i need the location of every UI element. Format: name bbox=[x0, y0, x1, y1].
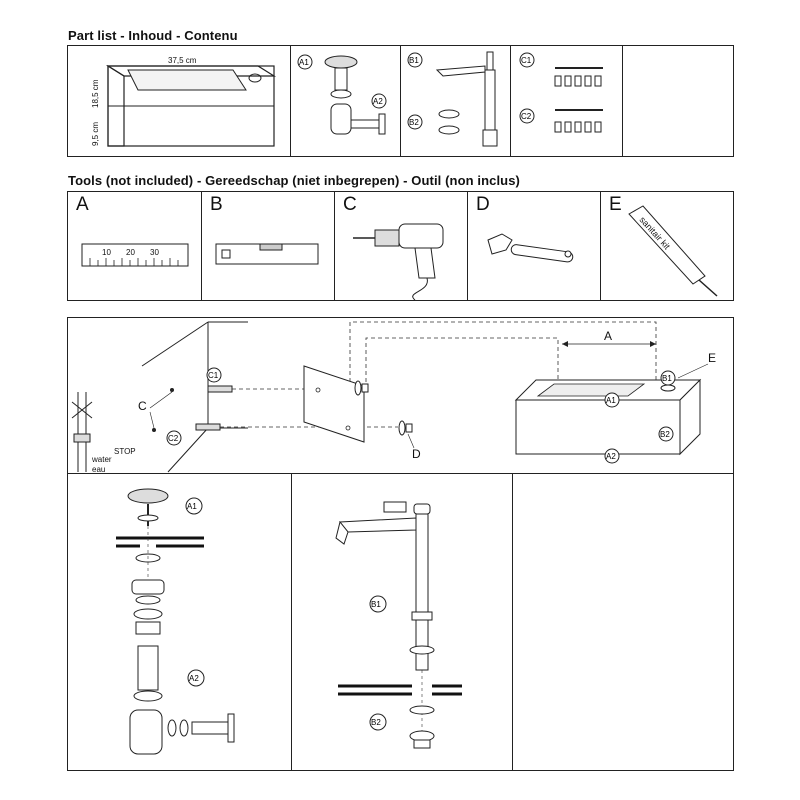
detail-label-a1: A1 bbox=[187, 502, 197, 511]
drill-drawing bbox=[353, 223, 444, 301]
part-cell-empty bbox=[622, 46, 733, 156]
tap-detail-drawing: B1 B2 bbox=[335, 501, 462, 749]
tools-heading: Tools (not included) - Gereedschap (niet… bbox=[68, 173, 520, 188]
detail-panel: A1 A2 bbox=[67, 473, 734, 771]
label-e: E bbox=[708, 351, 716, 365]
detail-cell-tap: B1 B2 bbox=[291, 474, 512, 770]
fixings-drawing: C1 C2 bbox=[519, 52, 603, 133]
assembly-panel: STOP water eau C C1 C2 D bbox=[67, 317, 734, 474]
detail-label-b2: B2 bbox=[371, 718, 381, 727]
part-label-b1: B1 bbox=[409, 56, 419, 65]
assembly-label-a1: A1 bbox=[606, 396, 616, 405]
tools-table: A 10 20 30 B C bbox=[67, 191, 734, 301]
part-cell-fixings: C1 C2 bbox=[510, 46, 622, 156]
assembly-drawing: STOP water eau C C1 C2 D bbox=[71, 321, 716, 474]
detail-cell-drain: A1 A2 bbox=[68, 474, 291, 770]
tool-cell-sealant: E sanitair kit bbox=[600, 192, 733, 300]
tool-letter-b: B bbox=[210, 194, 223, 215]
ruler-tick-20: 20 bbox=[126, 248, 135, 257]
detail-label-b1: B1 bbox=[371, 600, 381, 609]
parts-table: 37,5 cm 18,5 cm 9,5 cm A1 A2 B1 bbox=[67, 45, 734, 157]
drain-detail-drawing: A1 A2 bbox=[116, 488, 235, 755]
tool-cell-ruler: A 10 20 30 bbox=[68, 192, 201, 300]
tool-cell-drill: C bbox=[334, 192, 467, 301]
part-label-a1: A1 bbox=[299, 58, 309, 67]
basin-drawing: 37,5 cm 18,5 cm 9,5 cm bbox=[91, 56, 277, 147]
part-cell-drain: A1 A2 bbox=[290, 46, 400, 156]
tool-cell-level: B bbox=[201, 192, 334, 300]
part-label-b2: B2 bbox=[409, 118, 419, 127]
basin-width-label: 37,5 cm bbox=[168, 56, 197, 65]
detail-cell-empty bbox=[512, 474, 733, 770]
basin-height-label: 9,5 cm bbox=[91, 122, 100, 146]
ruler-drawing: 10 20 30 bbox=[81, 243, 189, 267]
wrench-drawing bbox=[487, 233, 574, 263]
tap-drawing: B1 B2 bbox=[407, 51, 498, 147]
basin-depth-label: 18,5 cm bbox=[91, 79, 100, 108]
drain-drawing: A1 A2 bbox=[297, 54, 387, 135]
spirit-level-drawing bbox=[215, 243, 319, 265]
parts-heading: Part list - Inhoud - Contenu bbox=[68, 28, 238, 43]
label-d: D bbox=[412, 447, 421, 461]
sealant-drawing: sanitair kit bbox=[628, 205, 718, 297]
label-c2: C2 bbox=[168, 434, 179, 443]
tool-letter-d: D bbox=[476, 194, 490, 215]
assembly-label-b2: B2 bbox=[660, 430, 670, 439]
part-label-c2: C2 bbox=[521, 112, 532, 121]
ruler-tick-10: 10 bbox=[102, 248, 111, 257]
ruler-tick-30: 30 bbox=[150, 248, 159, 257]
part-label-c1: C1 bbox=[521, 56, 532, 65]
tool-letter-c: C bbox=[343, 194, 357, 215]
part-cell-basin: 37,5 cm 18,5 cm 9,5 cm bbox=[68, 46, 290, 156]
part-label-a2: A2 bbox=[373, 97, 383, 106]
assembly-label-b1: B1 bbox=[662, 374, 672, 383]
tool-letter-a: A bbox=[76, 194, 89, 215]
label-a-dimension: A bbox=[604, 329, 612, 343]
detail-label-a2: A2 bbox=[189, 674, 199, 683]
eau-label: eau bbox=[92, 465, 105, 474]
water-label: water bbox=[91, 455, 112, 464]
assembly-label-a2: A2 bbox=[606, 452, 616, 461]
tool-cell-wrench: D bbox=[467, 192, 600, 300]
part-cell-tap: B1 B2 bbox=[400, 46, 510, 156]
label-c1: C1 bbox=[208, 371, 219, 380]
label-c: C bbox=[138, 399, 147, 413]
tool-letter-e: E bbox=[609, 194, 622, 215]
stop-label: STOP bbox=[114, 447, 136, 456]
